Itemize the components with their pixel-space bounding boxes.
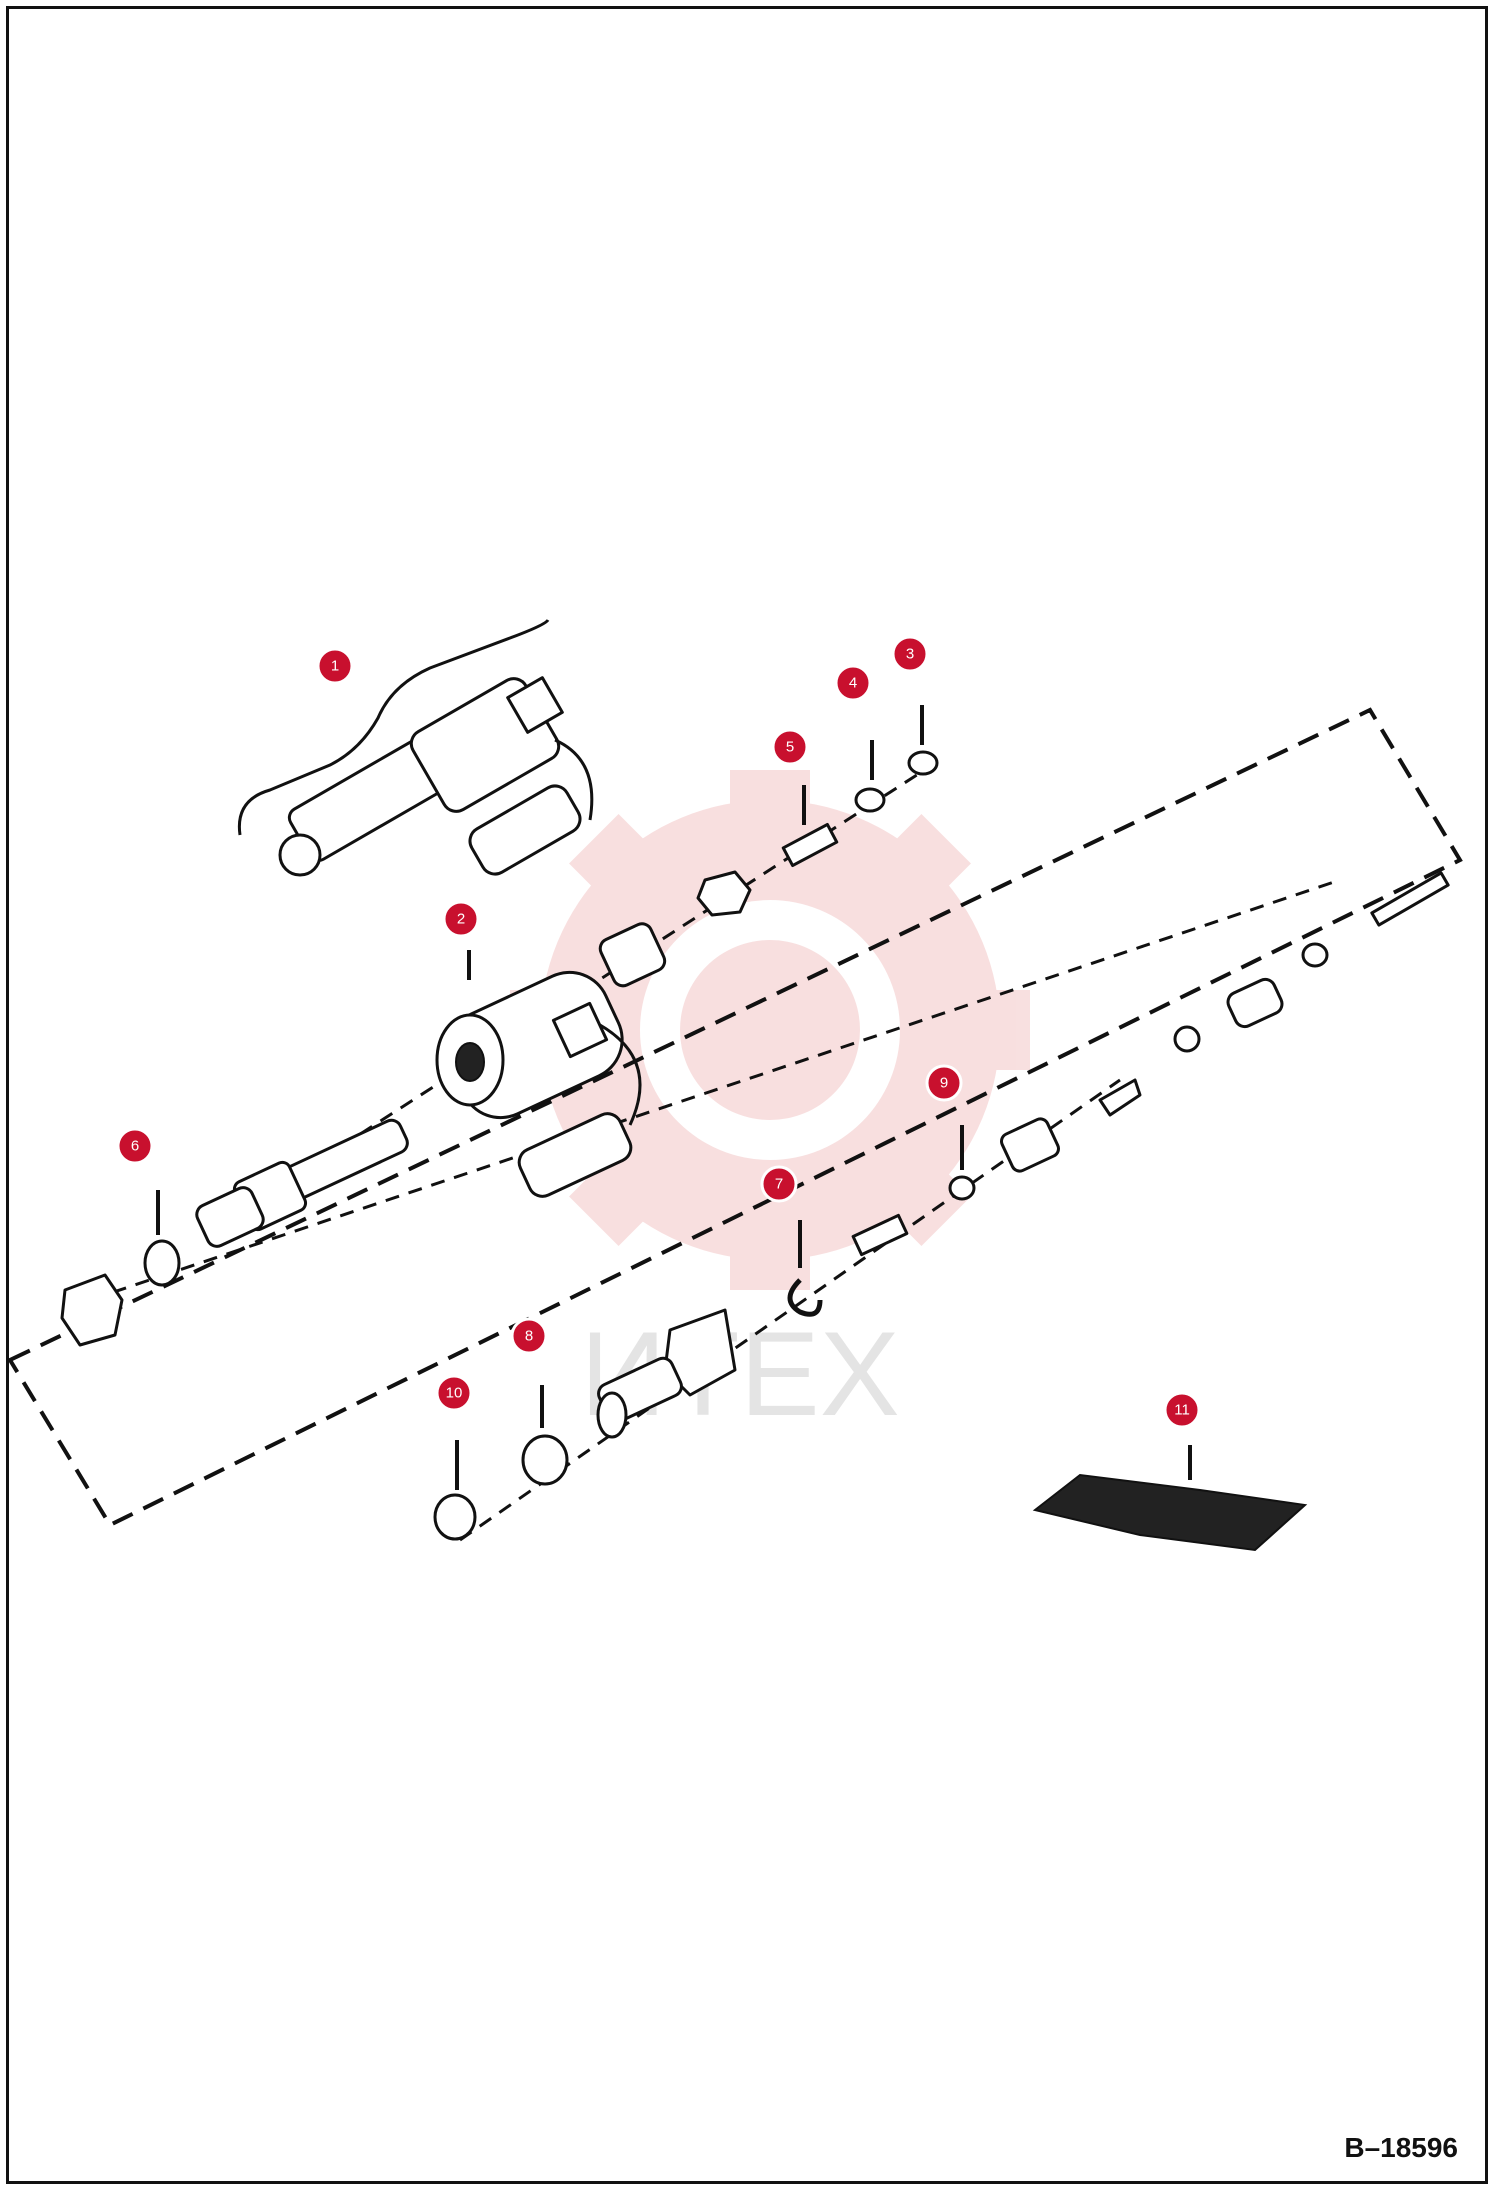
callout-11-label: 11	[1174, 1402, 1190, 1419]
hex-nut	[696, 870, 752, 917]
bushing	[1173, 1025, 1201, 1053]
callout-3[interactable]: 3	[891, 635, 929, 673]
spacer-nut	[598, 922, 667, 988]
callout-9[interactable]: 9	[925, 1064, 963, 1102]
spring-7	[851, 1213, 909, 1257]
seal-kit-packet	[1032, 1473, 1308, 1552]
spring-small	[781, 822, 839, 868]
callout-9-label: 9	[940, 1075, 948, 1092]
callout-4-label: 4	[849, 675, 857, 692]
adjuster-body	[1000, 1117, 1060, 1173]
pin	[1370, 871, 1450, 927]
callout-1[interactable]: 1	[316, 647, 354, 685]
callout-4[interactable]: 4	[834, 664, 872, 702]
callout-10-label: 10	[446, 1385, 463, 1402]
spring-large	[1226, 977, 1284, 1029]
callout-8-label: 8	[525, 1328, 533, 1345]
valve-stem	[195, 1118, 409, 1248]
callout-5[interactable]: 5	[771, 728, 809, 766]
axis-lower	[89, 878, 1341, 1302]
callout-3-label: 3	[906, 646, 914, 663]
drawing-frame	[6, 6, 1488, 2184]
washer-right	[1301, 942, 1329, 968]
o-ring-10	[433, 1493, 477, 1541]
coil	[435, 970, 642, 1198]
o-ring-9	[948, 1175, 976, 1201]
callout-10[interactable]: 10	[435, 1374, 473, 1412]
callout-1-label: 1	[331, 658, 339, 675]
callout-6[interactable]: 6	[116, 1127, 154, 1165]
cartridge-boundary	[7, 707, 1463, 1528]
callout-8[interactable]: 8	[510, 1317, 548, 1355]
drawing-reference-number: B–18596	[1344, 2132, 1458, 2163]
cartridge	[596, 1308, 737, 1439]
jam-nut	[60, 1273, 124, 1347]
callout-7[interactable]: 7	[760, 1165, 798, 1203]
valve-assembly	[237, 618, 594, 877]
washer-3	[907, 750, 939, 776]
callout-5-label: 5	[786, 739, 794, 756]
callout-2-label: 2	[457, 911, 465, 928]
callout-6-label: 6	[131, 1138, 139, 1155]
poppet	[1098, 1078, 1142, 1117]
callout-2[interactable]: 2	[442, 900, 480, 938]
callout-11[interactable]: 11	[1163, 1391, 1201, 1429]
o-ring-6	[143, 1239, 181, 1287]
callout-7-label: 7	[775, 1176, 783, 1193]
retaining-ring	[787, 1278, 823, 1317]
washer-4	[854, 787, 886, 813]
o-ring-8	[521, 1434, 569, 1486]
